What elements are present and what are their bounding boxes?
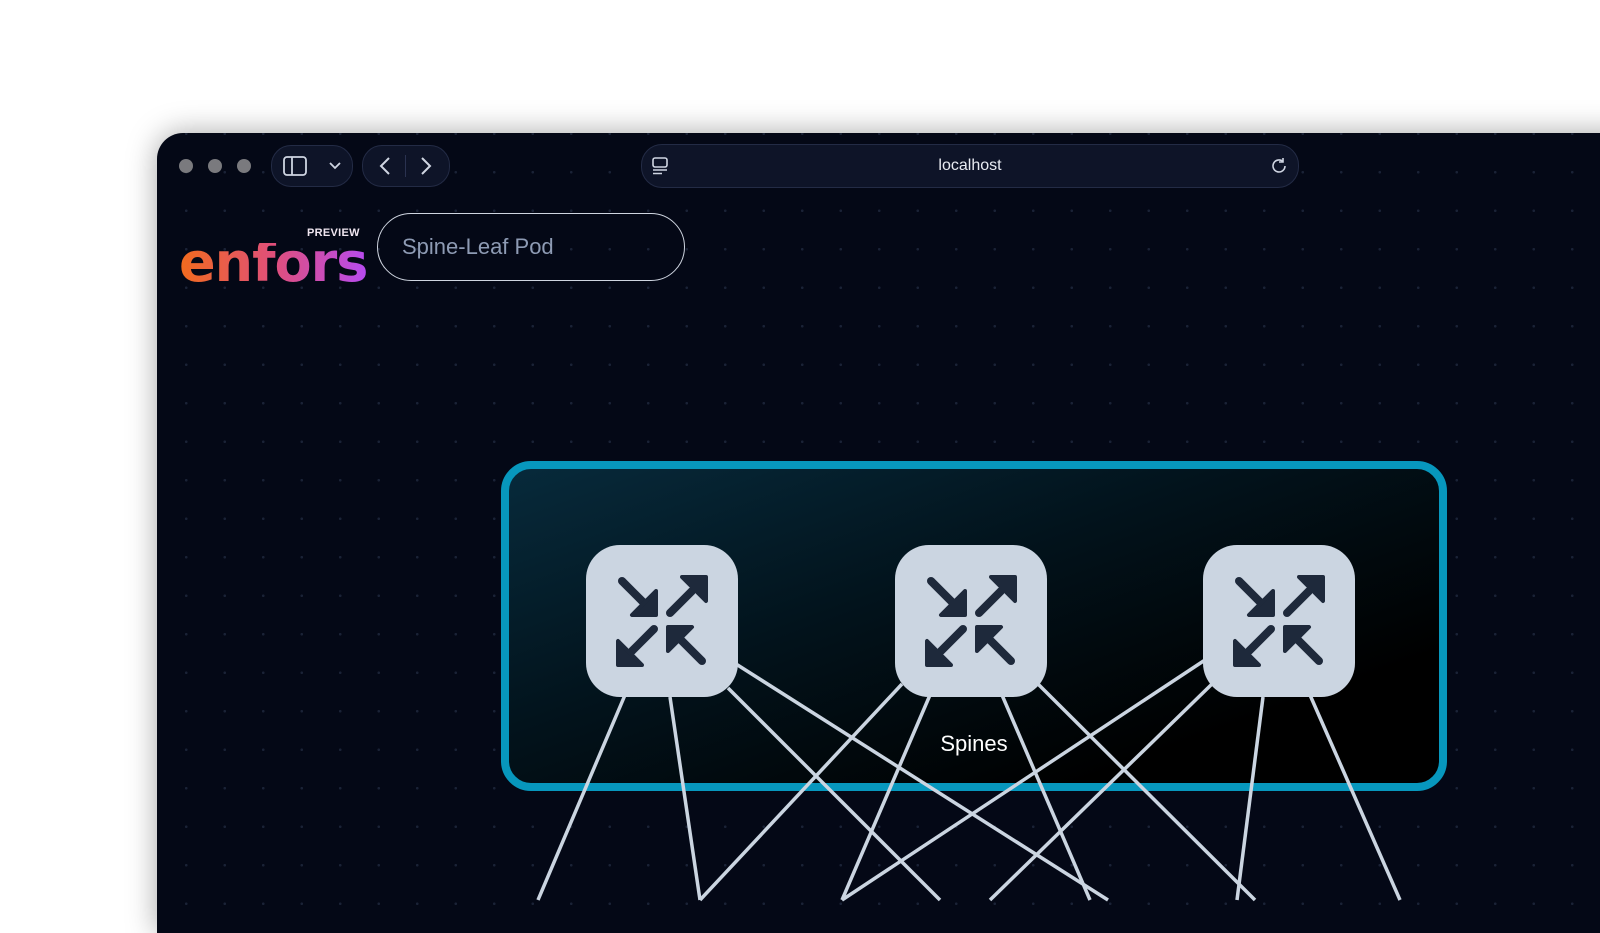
link[interactable]: [1308, 694, 1402, 901]
close-button[interactable]: [179, 159, 193, 173]
nav-buttons: [362, 145, 450, 187]
sidebar-icon: [283, 156, 307, 176]
sidebar-toggle-button[interactable]: [271, 145, 353, 187]
diagram-title-input[interactable]: [377, 213, 685, 281]
page-menu-icon: [652, 157, 668, 175]
link[interactable]: [841, 658, 1206, 902]
enfors-logo: enfors: [179, 231, 368, 294]
zoom-button[interactable]: [237, 159, 251, 173]
minimize-button[interactable]: [208, 159, 222, 173]
chevron-down-icon: [329, 162, 341, 170]
spine-switch-1[interactable]: [586, 545, 738, 697]
back-button[interactable]: [379, 157, 391, 175]
spine-switch-3[interactable]: [1203, 545, 1355, 697]
link[interactable]: [1036, 682, 1257, 902]
forward-button[interactable]: [420, 157, 432, 175]
window-controls[interactable]: [179, 159, 251, 173]
link[interactable]: [988, 682, 1214, 902]
link[interactable]: [668, 696, 702, 901]
preview-badge: PREVIEW: [307, 227, 360, 239]
reload-icon[interactable]: [1270, 157, 1288, 175]
group-label: Spines: [940, 731, 1008, 756]
link[interactable]: [726, 686, 942, 902]
spine-switch-2[interactable]: [895, 545, 1047, 697]
link[interactable]: [1235, 696, 1265, 901]
switch-icon: [1233, 575, 1325, 667]
link[interactable]: [536, 694, 627, 901]
switch-icon: [925, 575, 1017, 667]
link[interactable]: [1000, 694, 1092, 901]
links-layer: [536, 658, 1402, 902]
browser-window: localhost PREVIEW enfors Spines: [157, 133, 1600, 933]
address-bar[interactable]: localhost: [641, 144, 1299, 188]
url-text: localhost: [938, 157, 1002, 174]
link[interactable]: [735, 662, 1109, 902]
link[interactable]: [698, 682, 904, 902]
link[interactable]: [840, 694, 932, 901]
switch-icon: [616, 575, 708, 667]
